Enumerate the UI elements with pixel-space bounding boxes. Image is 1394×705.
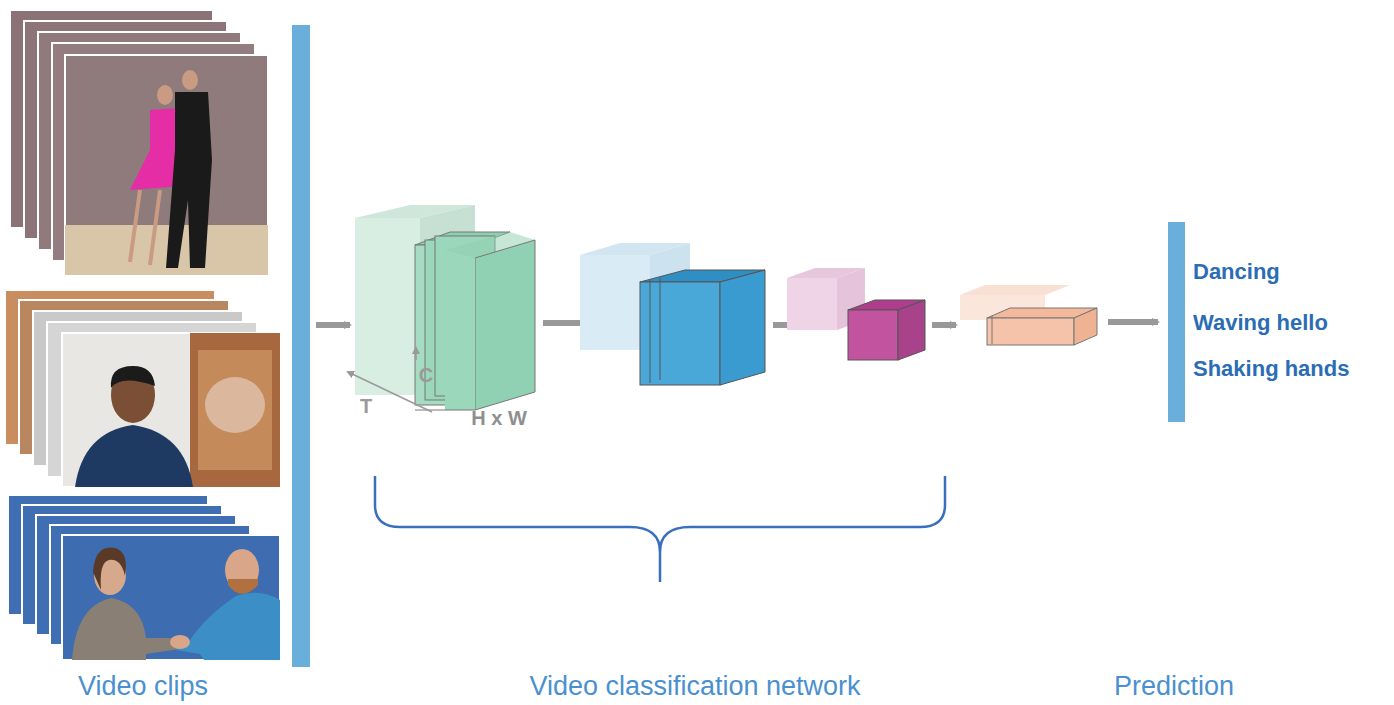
video-clip-handshake: [8, 495, 280, 660]
conv-block-green: [355, 205, 535, 410]
class-label: Shaking hands: [1193, 356, 1349, 381]
axis-label: C: [419, 364, 433, 387]
input-bar: [292, 25, 310, 667]
conv-block-pink: [787, 268, 925, 360]
class-label: Waving hello: [1193, 310, 1328, 335]
network-bracket: [375, 476, 945, 582]
class-label: Dancing: [1193, 259, 1280, 284]
fc-block-orange: [960, 285, 1097, 345]
section-caption: Prediction: [1114, 671, 1234, 702]
axis-label: H x W: [471, 407, 527, 430]
conv-block-blue: [580, 243, 765, 385]
output-bar: [1168, 222, 1185, 422]
axis-label: T: [360, 395, 372, 418]
section-caption: Video classification network: [529, 671, 860, 702]
video-clip-waving: [5, 290, 280, 487]
video-clip-dancing: [10, 10, 268, 275]
section-caption: Video clips: [78, 671, 208, 702]
